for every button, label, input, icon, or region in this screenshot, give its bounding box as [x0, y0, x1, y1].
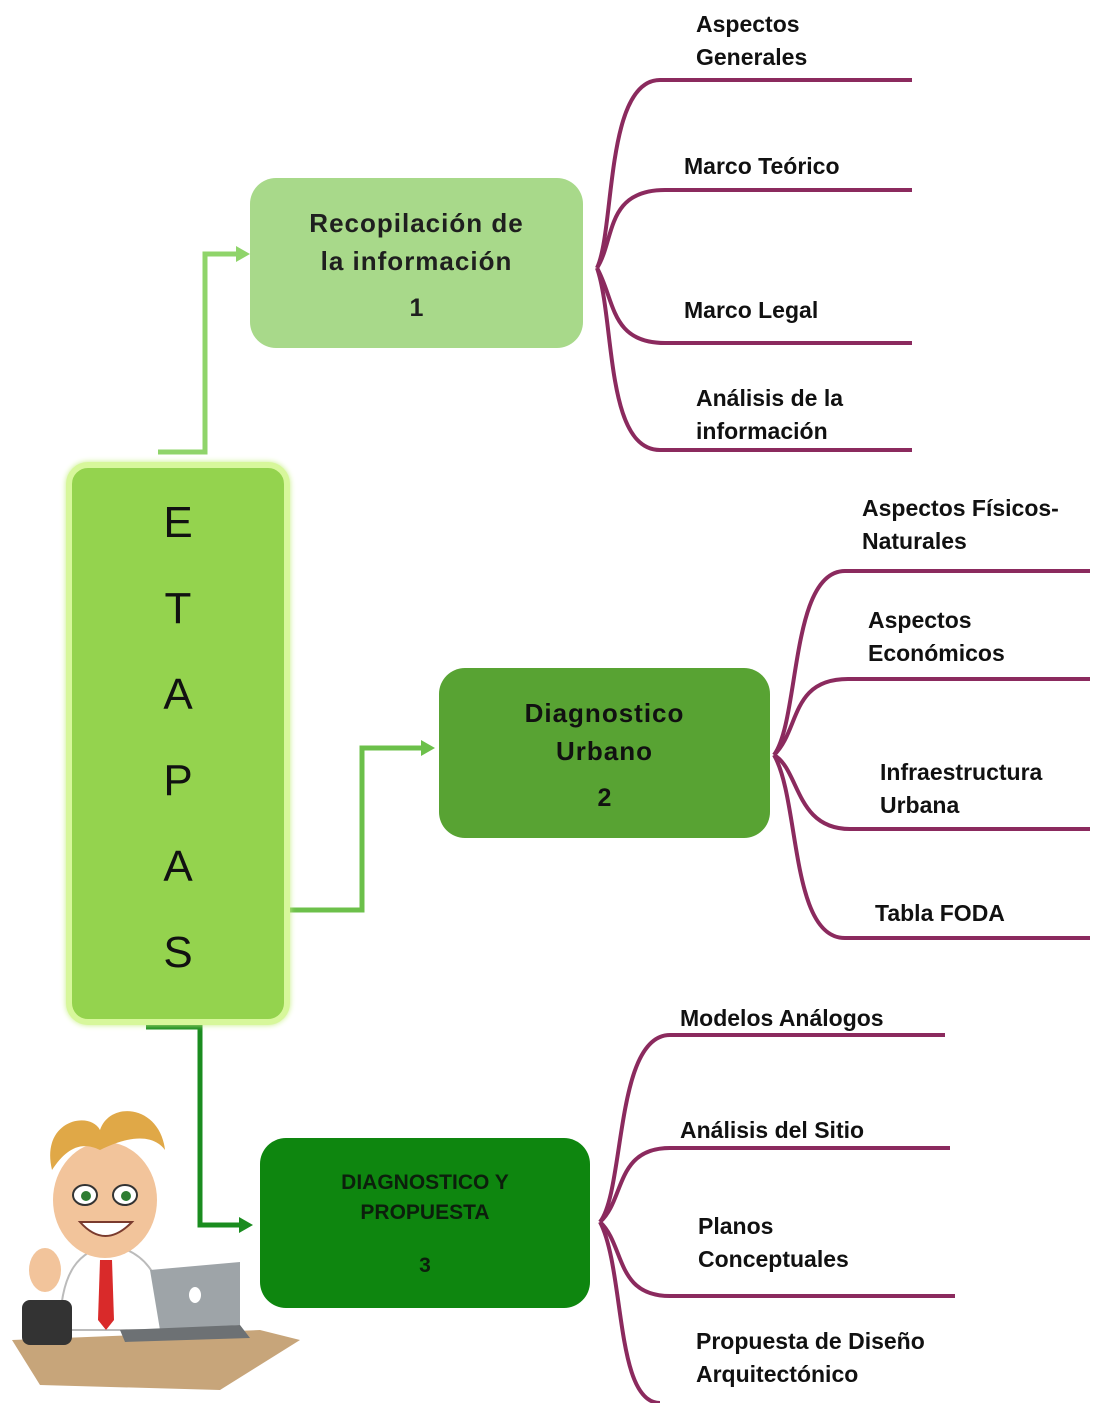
etapas-letter: S	[163, 928, 193, 977]
connector-stage-2-arrow	[421, 740, 435, 756]
connector-stage-1-arrow	[236, 246, 250, 262]
etapas-letter: A	[163, 670, 193, 719]
branch-line	[772, 677, 1090, 757]
branch-label: Marco Legal	[684, 297, 819, 323]
branch-label: Tabla FODA	[875, 900, 1005, 926]
etapas-letter: A	[163, 842, 193, 891]
etapas-letter: T	[164, 584, 192, 633]
branch-label: Aspectos Generales	[696, 11, 808, 70]
stage-title-line: la información	[320, 245, 513, 276]
branch-label: Análisis del Sitio	[680, 1117, 865, 1143]
branches-stage-3	[598, 1033, 955, 1403]
stage-title-line: Recopilación de	[309, 207, 524, 238]
person-with-laptop-thumbs-up-icon	[12, 1111, 300, 1390]
stage-number: 3	[419, 1254, 431, 1277]
branch-line	[598, 1220, 955, 1298]
stage-box-1: Recopilación de la información 1	[250, 178, 583, 348]
branch-label: Aspectos Económicos	[868, 607, 1005, 666]
connector-stage-1	[158, 251, 244, 455]
etapas-letter: P	[163, 756, 193, 805]
stage-title-line: Diagnostico	[524, 697, 685, 728]
etapas-letter: E	[163, 498, 193, 547]
branch-label: Aspectos Físicos- Naturales	[862, 495, 1059, 554]
branches-stage-2	[772, 569, 1090, 940]
branch-line	[595, 188, 912, 270]
stage-title-line: DIAGNOSTICO Y	[341, 1171, 509, 1194]
stage-title-line: Urbano	[556, 735, 653, 766]
branch-label: Marco Teórico	[684, 153, 840, 179]
branch-line	[772, 754, 1090, 940]
branch-line	[772, 753, 1090, 831]
stage-box-2: Diagnostico Urbano 2	[439, 668, 770, 838]
branch-line	[595, 78, 912, 269]
branch-line	[595, 267, 912, 452]
branch-label: Planos Conceptuales	[698, 1213, 849, 1272]
etapas-box: E T A P A S	[66, 462, 290, 1025]
branch-line	[598, 1146, 950, 1224]
branch-label: Propuesta de Diseño Arquitectónico	[696, 1328, 925, 1387]
branch-label: Análisis de la información	[696, 385, 844, 444]
connector-stage-3	[146, 1024, 246, 1228]
branch-label: Infraestructura Urbana	[880, 759, 1043, 818]
stage-title-line: PROPUESTA	[360, 1201, 490, 1224]
branches-stage-1	[595, 78, 912, 452]
stage-box-3: DIAGNOSTICO Y PROPUESTA 3	[260, 1138, 590, 1308]
branch-line	[598, 1033, 945, 1224]
branch-line	[598, 1221, 661, 1403]
branch-line	[595, 267, 912, 345]
stage-number: 2	[597, 783, 612, 812]
branch-label: Modelos Análogos	[680, 1005, 884, 1031]
connector-stage-3-arrow	[239, 1217, 253, 1233]
branch-line	[772, 569, 1090, 757]
stage-number: 1	[409, 293, 424, 322]
connector-stage-2	[290, 745, 428, 913]
